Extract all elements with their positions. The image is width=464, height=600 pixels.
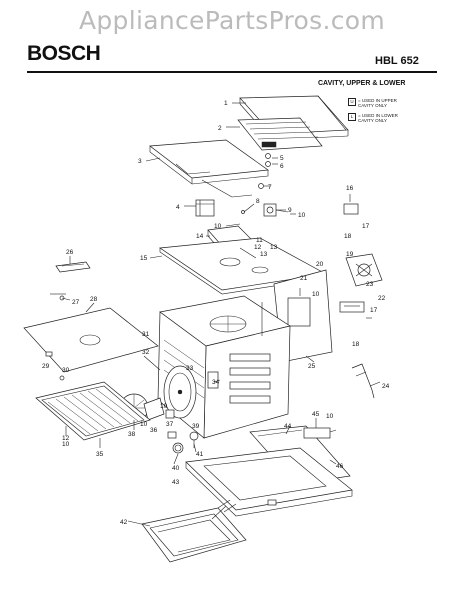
part-label: 25 bbox=[308, 363, 316, 370]
part-label: 24 bbox=[382, 383, 390, 390]
part-label: 30 bbox=[62, 367, 70, 374]
part-label: 10 bbox=[160, 403, 168, 410]
part-label: 31 bbox=[142, 331, 150, 338]
part-label: 46 bbox=[336, 463, 344, 470]
part-label: 10 bbox=[326, 413, 334, 420]
part-label: 19 bbox=[346, 251, 354, 258]
part-label: 18 bbox=[344, 233, 352, 240]
part-label: 9 bbox=[288, 207, 292, 214]
convection-element bbox=[163, 365, 219, 419]
legend-lower: L = USED IN LOWER CAVITY ONLY bbox=[348, 113, 408, 123]
part-label: 10 bbox=[62, 441, 70, 448]
screw-set bbox=[258, 153, 271, 189]
part-label: 13 bbox=[270, 244, 278, 251]
side-bracket bbox=[351, 363, 375, 399]
part-label: 22 bbox=[378, 295, 386, 302]
part-label: 8 bbox=[256, 198, 260, 205]
part-label: 11 bbox=[256, 237, 263, 244]
header-rule bbox=[27, 71, 437, 73]
part-label: 4 bbox=[176, 204, 180, 211]
part-label: 28 bbox=[90, 296, 98, 303]
leader-lines bbox=[61, 102, 381, 527]
part-label: 12 bbox=[254, 244, 262, 251]
oven-rack bbox=[35, 381, 151, 441]
legend-upper-box: U bbox=[348, 98, 356, 106]
part-label: 18 bbox=[352, 341, 360, 348]
part-label: 45 bbox=[312, 411, 320, 418]
part-label: 13 bbox=[260, 251, 268, 258]
part-label: 21 bbox=[300, 275, 308, 282]
lower-bottom-panel bbox=[185, 447, 353, 517]
top-cover-panel bbox=[149, 139, 269, 198]
part-label: 38 bbox=[128, 431, 136, 438]
part-label: 33 bbox=[186, 365, 194, 372]
part-label: 10 bbox=[140, 421, 148, 428]
part-label: 35 bbox=[96, 451, 104, 458]
part-label: 42 bbox=[120, 519, 128, 526]
part-label: 10 bbox=[214, 223, 222, 230]
part-label: 20 bbox=[316, 261, 324, 268]
part-label: 3 bbox=[138, 158, 142, 165]
part-label: 1 bbox=[224, 100, 228, 107]
part-label: 16 bbox=[346, 185, 354, 192]
part-label: 17 bbox=[370, 307, 378, 314]
rack-fasteners bbox=[45, 351, 67, 436]
part-label: 34 bbox=[212, 379, 220, 386]
convection-fan-motor bbox=[345, 253, 383, 287]
section-title: CAVITY, UPPER & LOWER bbox=[318, 80, 406, 87]
brand-logo: BOSCH bbox=[27, 42, 101, 65]
right-connectors bbox=[339, 203, 372, 319]
legend-lower-box: L bbox=[348, 113, 356, 121]
part-label: 37 bbox=[166, 421, 174, 428]
part-label: 43 bbox=[172, 479, 180, 486]
part-label: 27 bbox=[72, 299, 80, 306]
part-label: 17 bbox=[362, 223, 370, 230]
part-label: 6 bbox=[280, 163, 284, 170]
part-label: 40 bbox=[172, 465, 180, 472]
watermark: AppliancePartsPros.com bbox=[78, 6, 386, 35]
rail-clip bbox=[50, 261, 91, 301]
part-label: 12 bbox=[62, 435, 70, 442]
part-label: 44 bbox=[284, 423, 292, 430]
lamp-parts bbox=[165, 409, 199, 454]
part-label: 32 bbox=[142, 349, 150, 356]
part-label: 29 bbox=[42, 363, 50, 370]
part-label: 14 bbox=[196, 233, 204, 240]
part-label: 41 bbox=[196, 451, 204, 458]
legend-upper: U = USED IN UPPER CAVITY ONLY bbox=[348, 98, 408, 108]
part-label: 26 bbox=[66, 249, 74, 256]
part-label: 23 bbox=[366, 281, 374, 288]
part-label: 39 bbox=[192, 423, 200, 430]
part-label: 10 bbox=[298, 212, 306, 219]
bake-element bbox=[141, 499, 247, 563]
cooling-fan-housing bbox=[237, 117, 323, 151]
part-label: 2 bbox=[218, 125, 222, 132]
part-label: 7 bbox=[268, 184, 272, 191]
bottom-panel bbox=[23, 307, 159, 373]
legend-lower-text: = USED IN LOWER CAVITY ONLY bbox=[358, 113, 398, 123]
legend-upper-text: = USED IN UPPER CAVITY ONLY bbox=[358, 98, 397, 108]
part-label: 15 bbox=[140, 255, 148, 262]
model-number: HBL 652 bbox=[375, 55, 419, 67]
part-label: 5 bbox=[280, 155, 284, 162]
part-label: 10 bbox=[312, 291, 320, 298]
part-label: 36 bbox=[150, 427, 158, 434]
transformer bbox=[195, 199, 215, 217]
